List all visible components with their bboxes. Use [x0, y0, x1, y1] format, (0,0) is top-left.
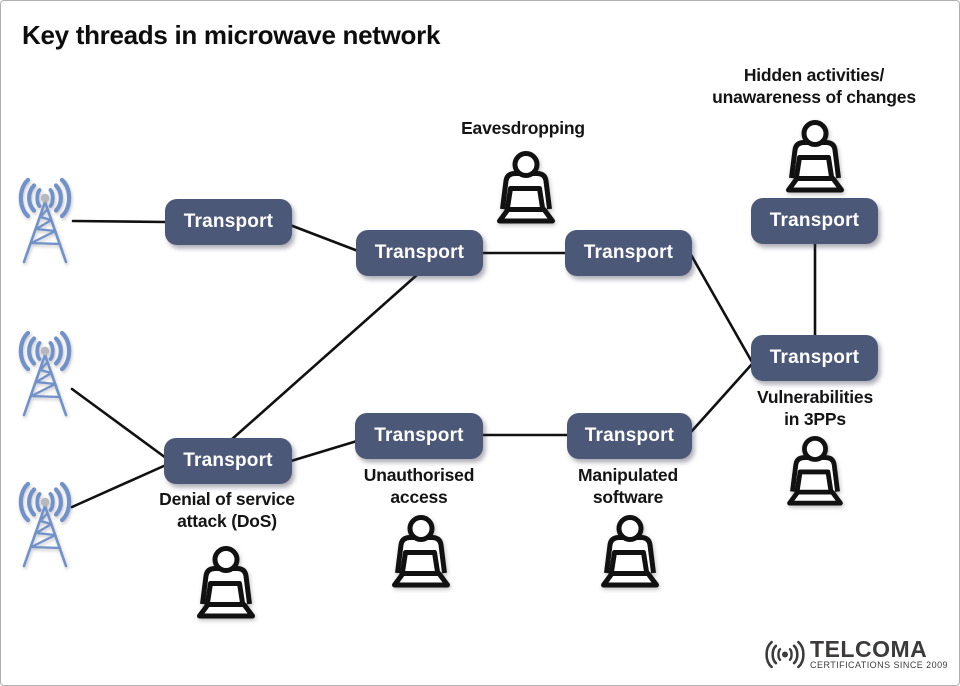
logo-brand: TELCOMA — [810, 636, 928, 662]
connection-line — [288, 223, 360, 253]
threat-label-line: Vulnerabilities — [757, 387, 873, 407]
threat-label-dos: Denial of service attack (DoS) — [127, 488, 327, 532]
transport-node-row1-right: Transport — [565, 230, 692, 276]
connection-line — [70, 463, 168, 509]
threat-label-line: Eavesdropping — [461, 118, 585, 138]
hacker-icon-hidden-activities — [786, 119, 844, 193]
transport-node-right-mid: Transport — [751, 335, 878, 381]
connection-line — [688, 251, 754, 364]
logo-text: TELCOMA CERTIFICATIONS SINCE 2009 — [810, 636, 948, 671]
hacker-icon-dos — [197, 545, 255, 619]
hacker-icon-manipulated-software — [601, 514, 659, 588]
threat-label-eavesdropping: Eavesdropping — [443, 117, 603, 139]
connection-line — [229, 272, 420, 442]
threat-label-line: Manipulated — [578, 465, 678, 485]
threat-label-line: attack (DoS) — [177, 511, 277, 531]
threat-label-line: access — [390, 487, 448, 507]
radio-tower-icon — [15, 330, 75, 417]
threat-label-hidden-activities: Hidden activities/ unawareness of change… — [684, 64, 944, 108]
hacker-icon-vulnerabilities — [787, 435, 843, 506]
connection-line — [289, 439, 359, 463]
telcoma-logo: TELCOMA CERTIFICATIONS SINCE 2009 — [763, 636, 948, 671]
threat-label-unauthorised-access: Unauthorised access — [339, 464, 499, 508]
threat-label-line: Hidden activities/ — [743, 65, 885, 85]
threat-label-line: software — [592, 487, 664, 507]
radio-tower-icon — [15, 177, 75, 264]
threat-label-line: unawareness of changes — [712, 87, 916, 107]
signal-icon — [765, 640, 805, 669]
threat-label-vulnerabilities: Vulnerabilities in 3PPs — [735, 386, 895, 430]
transport-node-row1-mid: Transport — [356, 230, 483, 276]
threat-label-line: Unauthorised — [363, 465, 475, 485]
connection-line — [70, 387, 168, 460]
connection-line — [71, 219, 168, 224]
threat-label-manipulated-software: Manipulated software — [548, 464, 708, 508]
logo-tagline: CERTIFICATIONS SINCE 2009 — [810, 660, 948, 670]
threat-label-line: in 3PPs — [784, 409, 846, 429]
page-title: Key threads in microwave network — [22, 20, 441, 50]
transport-node-row1-left: Transport — [165, 199, 292, 245]
connection-line — [689, 362, 754, 434]
threat-label-line: Denial of service — [159, 489, 295, 509]
radio-tower-icon — [15, 481, 75, 568]
transport-node-row2-mid: Transport — [355, 413, 483, 459]
transport-node-row2-left: Transport — [164, 438, 292, 484]
hacker-icon-unauthorised-access — [392, 514, 450, 588]
transport-node-row2-right: Transport — [567, 413, 692, 459]
transport-node-top-right: Transport — [751, 198, 878, 244]
hacker-icon-eavesdropping — [497, 150, 555, 224]
